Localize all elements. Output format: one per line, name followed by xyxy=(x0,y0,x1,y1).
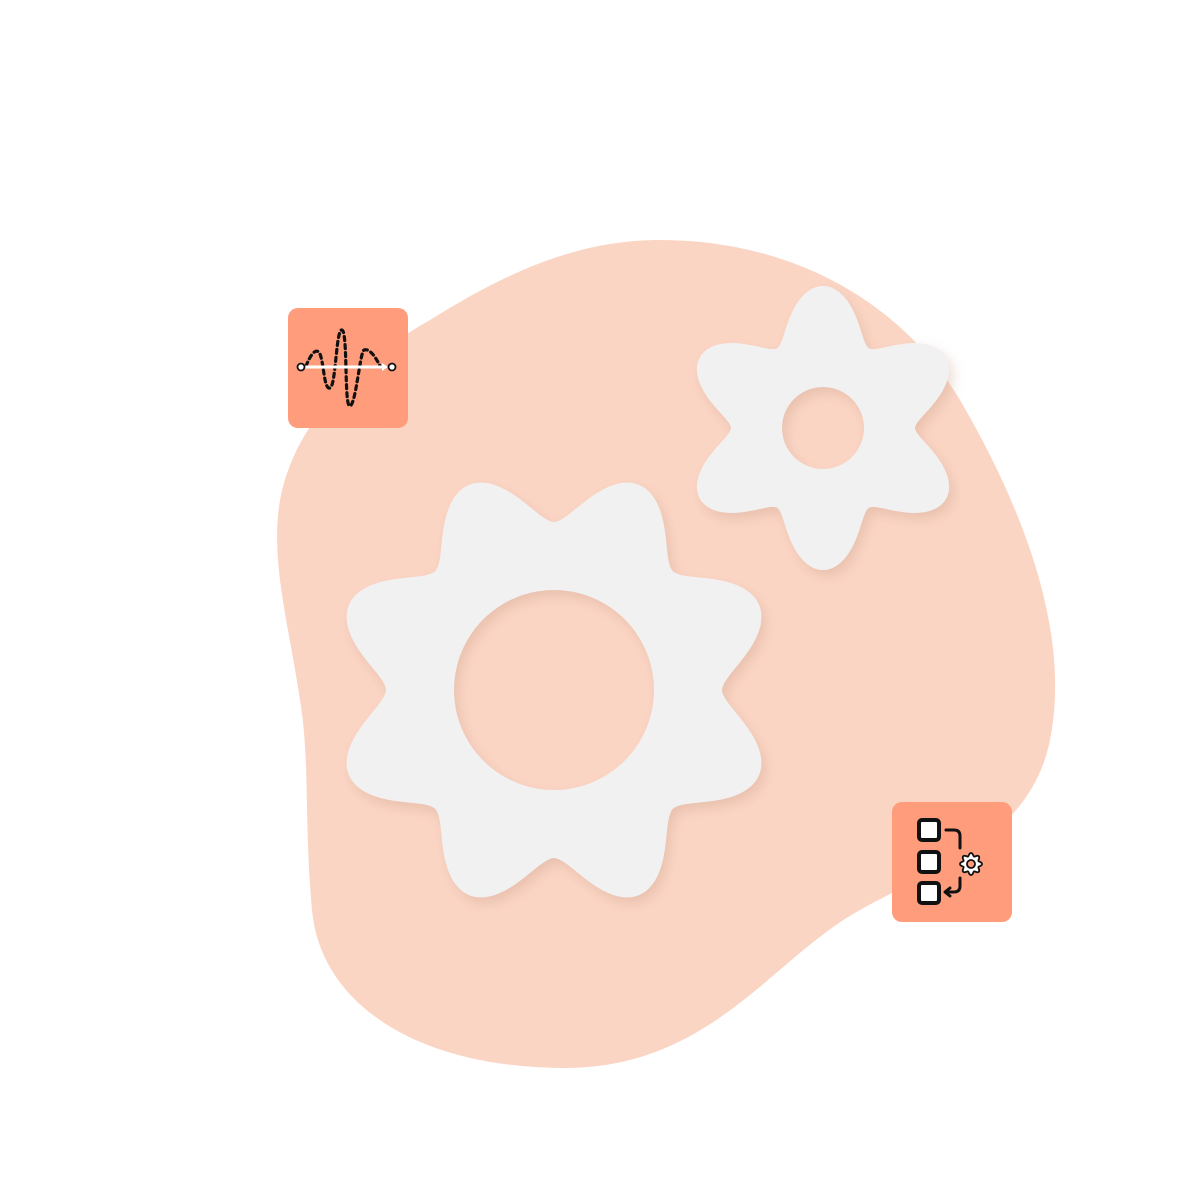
checklist-process-tile xyxy=(892,802,1012,922)
small-gear-icon xyxy=(696,286,950,570)
large-gear-icon xyxy=(346,482,762,898)
checklist-process-icon xyxy=(917,818,983,905)
signal-wave-icon xyxy=(296,328,397,408)
signal-wave-tile xyxy=(288,308,408,428)
small-cog-icon xyxy=(959,852,983,876)
